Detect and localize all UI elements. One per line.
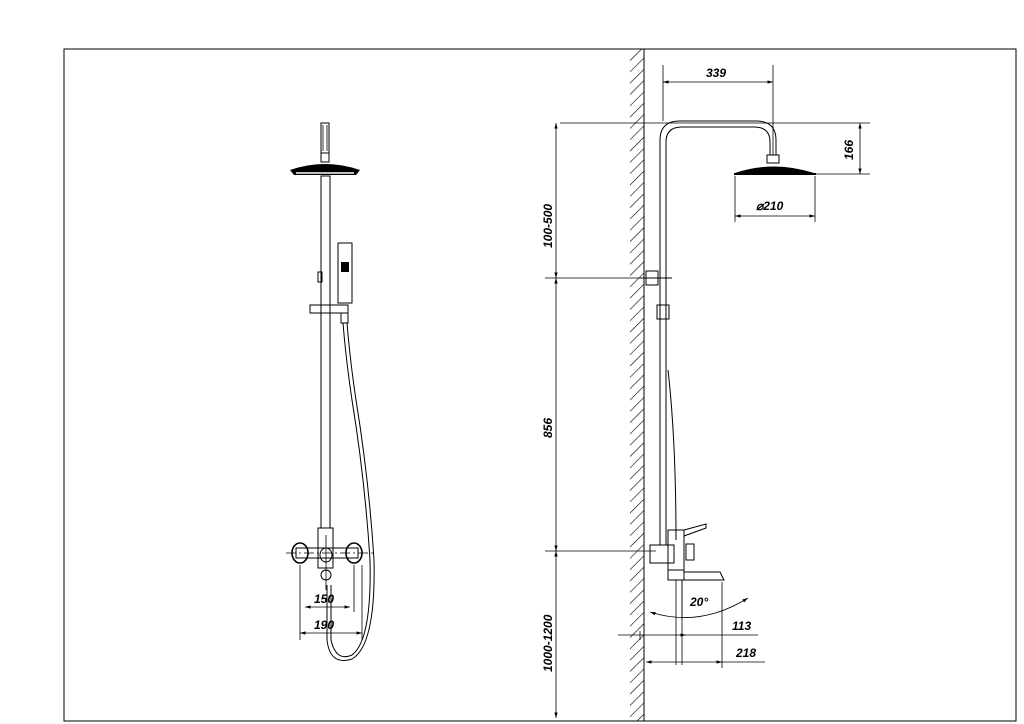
front-view: 150 190 [286, 122, 376, 661]
riser-pipe [320, 175, 331, 529]
wall-hatch-icon [630, 49, 644, 721]
dim-valve-outer: 190 [314, 618, 334, 632]
side-mixer-icon [649, 523, 725, 665]
shower-head-icon [290, 152, 360, 175]
side-view: 339 166 ⌀210 100-500 856 1000-1200 20° 1… [541, 49, 870, 721]
dim-bar-height: 856 [541, 418, 555, 438]
dim-spout-reach: 218 [735, 646, 756, 660]
dim-spout-offset: 113 [732, 619, 751, 633]
dim-valve-inner: 150 [314, 592, 334, 606]
dim-arm-reach: 339 [706, 66, 726, 80]
shower-hose [330, 322, 371, 658]
dim-head-diameter: ⌀210 [756, 199, 784, 213]
hand-shower-icon [337, 242, 353, 324]
drawing-frame [63, 48, 1017, 722]
top-fitting [320, 122, 330, 154]
dim-head-drop: 166 [842, 140, 856, 160]
mixer-valve-icon [286, 527, 376, 590]
slide-holder [309, 304, 349, 314]
dim-top-range: 100-500 [541, 204, 555, 248]
dim-spout-angle: 20° [689, 595, 708, 609]
front-dimensions [299, 565, 363, 640]
side-shower-head-icon [734, 166, 816, 175]
dim-mount-height: 1000-1200 [541, 614, 555, 672]
side-riser-pipe [659, 120, 777, 545]
